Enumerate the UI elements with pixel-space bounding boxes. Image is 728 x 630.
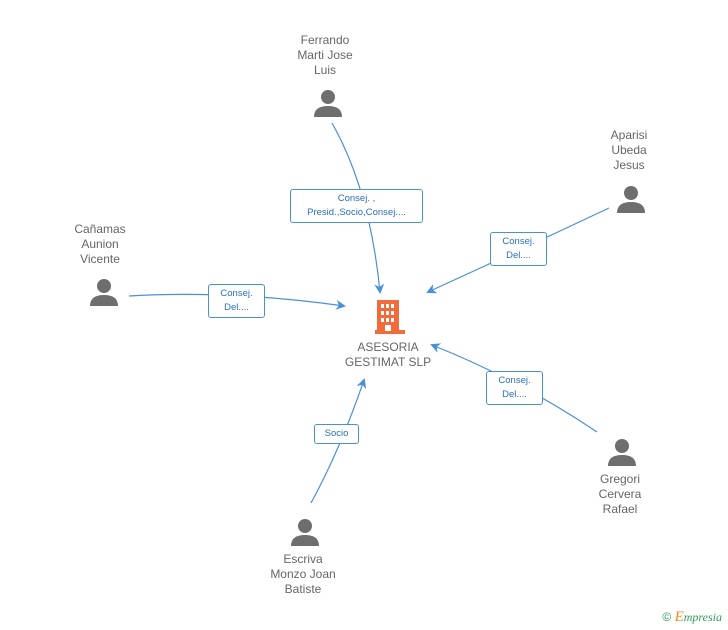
person-name-aparisi[interactable]: Aparisi Ubeda Jesus (610, 128, 648, 172)
building-icon (375, 300, 405, 334)
edge-escriva (310, 378, 367, 504)
relation-label-gregori: Consej. Del.... (486, 371, 543, 405)
company-name[interactable]: ASESORIA GESTIMAT SLP (344, 340, 432, 369)
person-icon-gregori[interactable] (608, 439, 636, 466)
footer-brand[interactable]: © Empresia (662, 609, 722, 626)
person-icon-canamas[interactable] (90, 279, 118, 306)
person-icon-ferrando[interactable] (314, 90, 342, 117)
brand-initial: E (674, 609, 684, 625)
relation-label-aparisi: Consej. Del.... (490, 232, 547, 266)
relation-label-canamas: Consej. Del.... (208, 284, 265, 318)
relation-label-ferrando: Consej. , Presid.,Socio,Consej.... (290, 189, 423, 223)
copyright-symbol: © (662, 610, 672, 624)
person-name-ferrando[interactable]: Ferrando Marti Jose Luis (297, 33, 353, 77)
person-name-canamas[interactable]: Cañamas Aunion Vicente (74, 222, 126, 266)
person-name-gregori[interactable]: Gregori Cervera Rafael (598, 472, 642, 516)
brand-name: mpresia (683, 610, 722, 624)
person-icon-aparisi[interactable] (617, 186, 645, 213)
relation-label-escriva: Socio (314, 424, 359, 444)
person-icon-escriva[interactable] (291, 519, 319, 546)
person-name-escriva[interactable]: Escriva Monzo Joan Batiste (270, 552, 336, 596)
